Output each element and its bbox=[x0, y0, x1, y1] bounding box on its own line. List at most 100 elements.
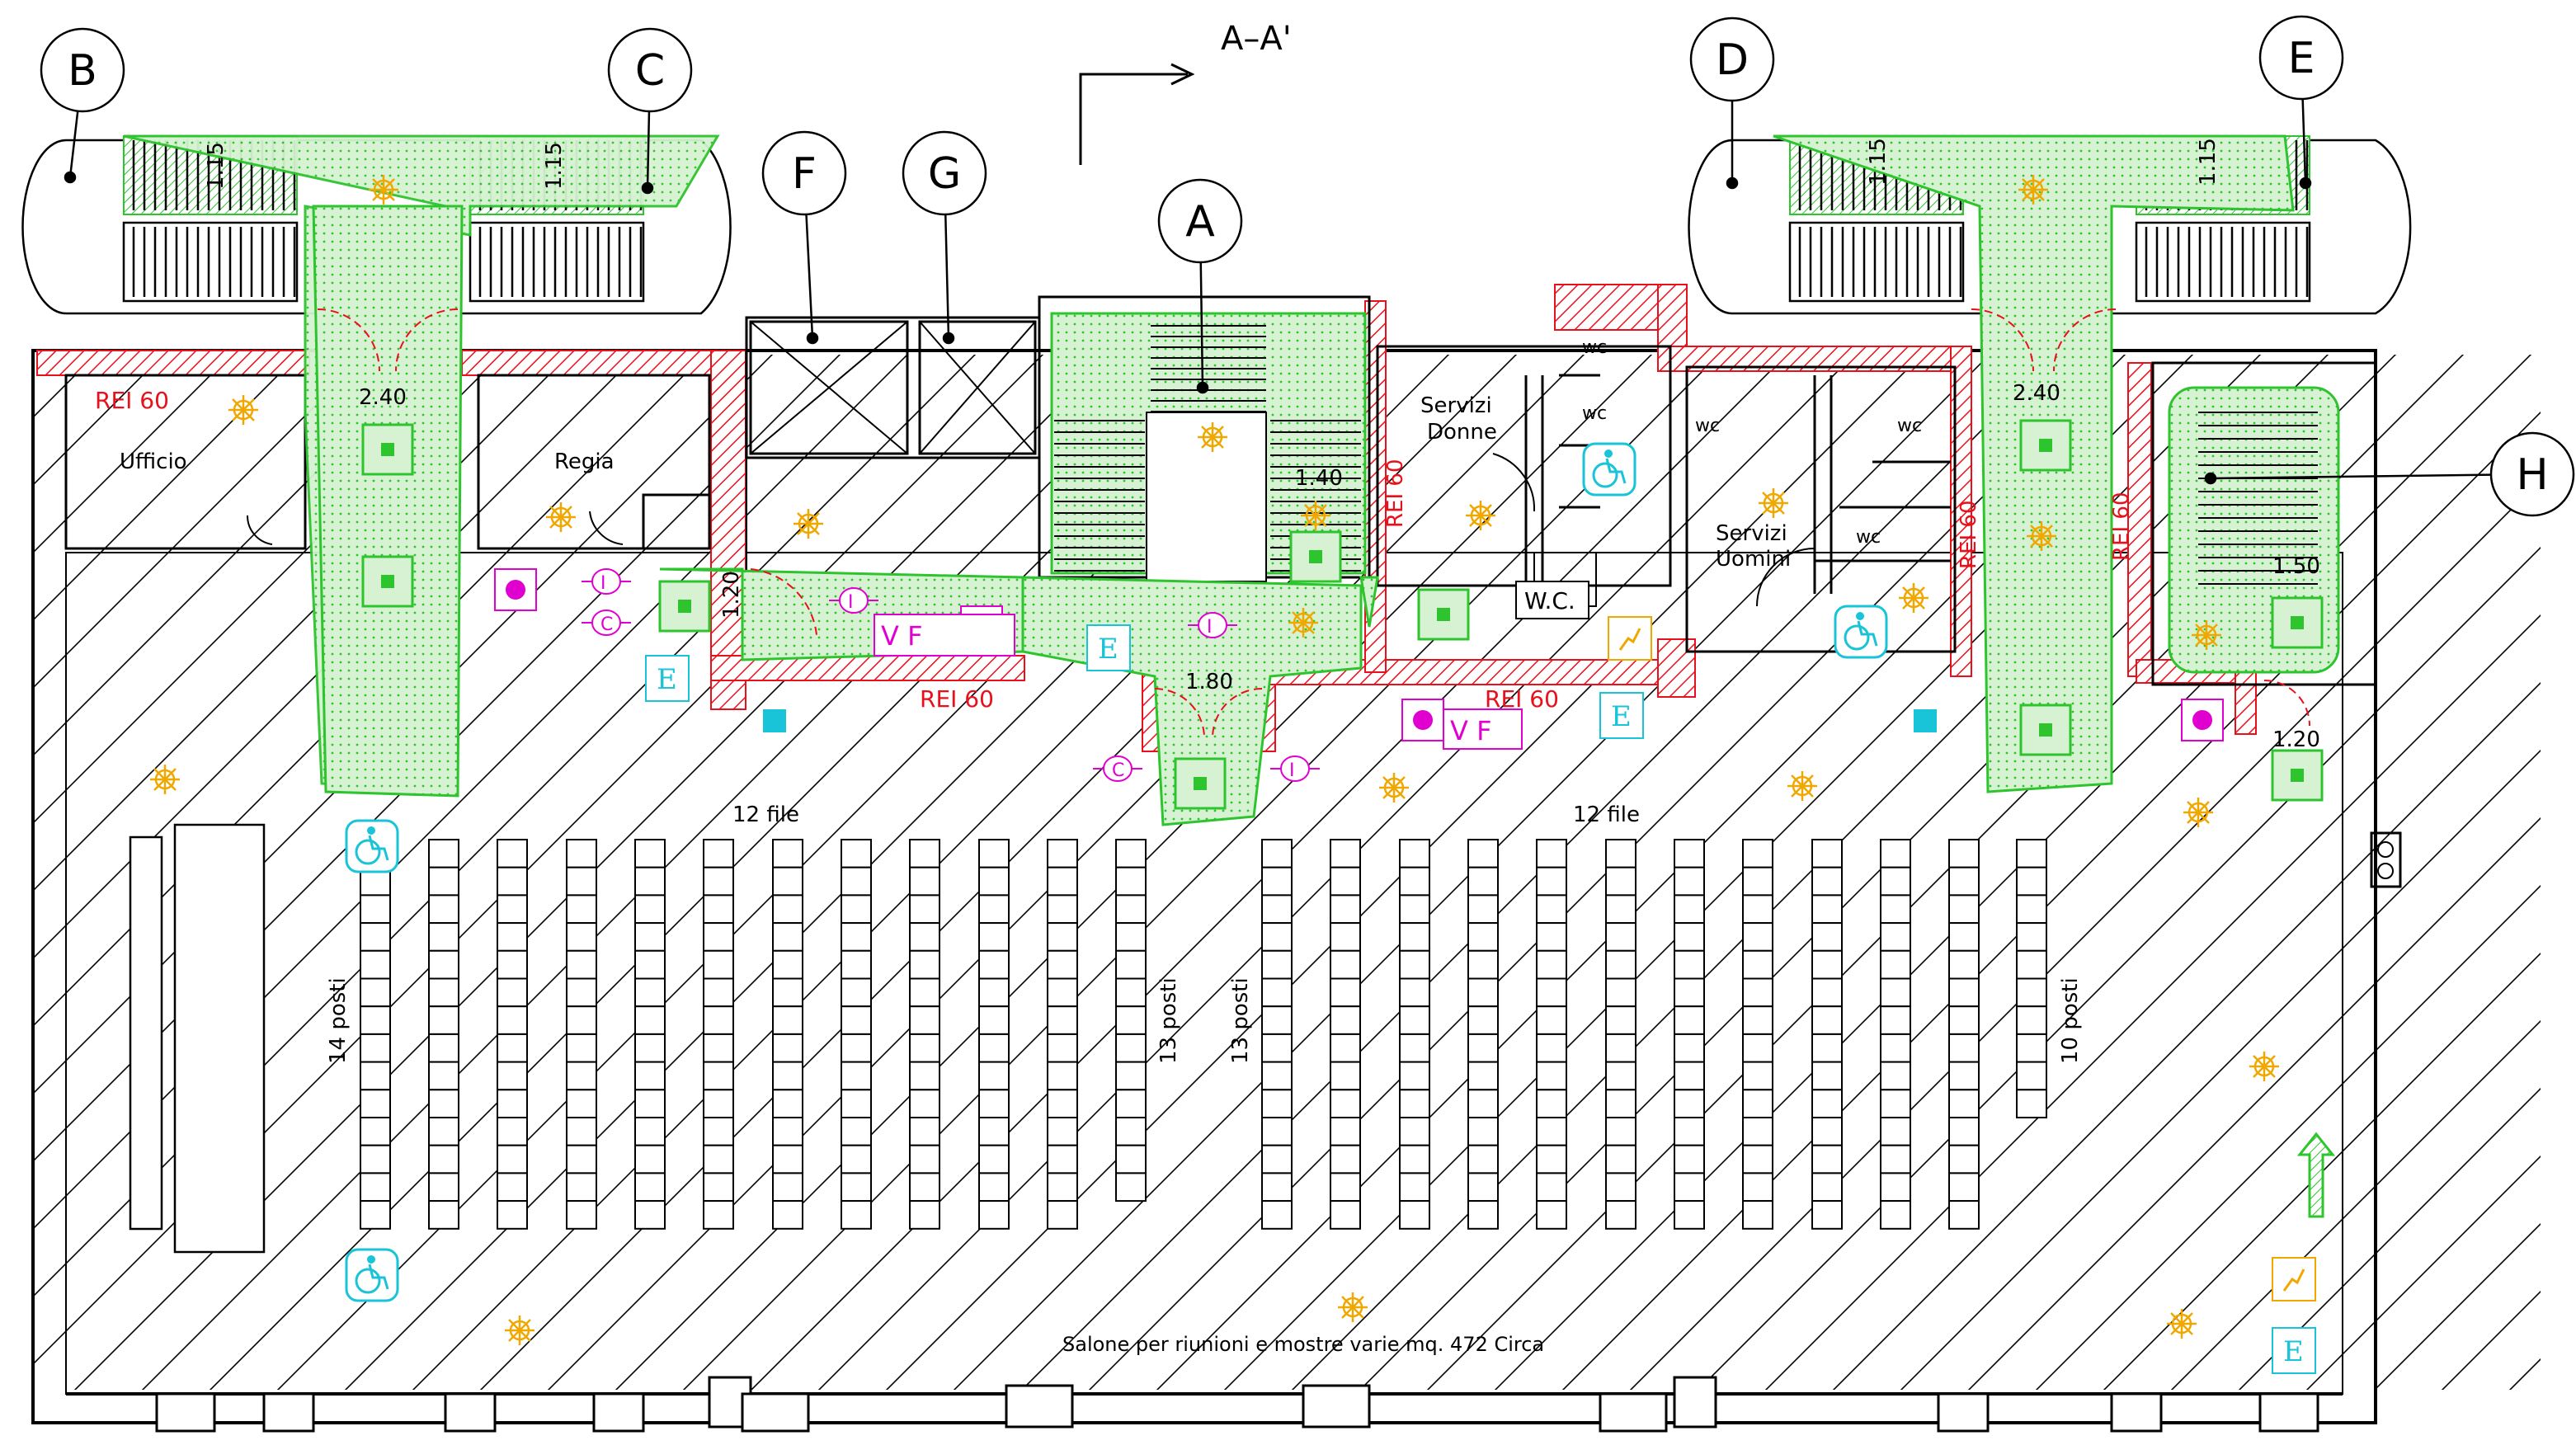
seat bbox=[1811, 1200, 1843, 1230]
seat bbox=[909, 1033, 940, 1063]
seat bbox=[772, 1200, 803, 1230]
seat bbox=[1399, 1144, 1430, 1174]
seat bbox=[1605, 1117, 1636, 1146]
posti-label-3: 13 posti bbox=[1228, 977, 1253, 1064]
room-servizi-donne-1: Servizi bbox=[1420, 393, 1492, 418]
seat bbox=[1399, 1033, 1430, 1063]
elevator-shafts bbox=[749, 320, 1037, 455]
seat bbox=[978, 1089, 1010, 1119]
seat bbox=[1674, 1089, 1705, 1119]
seat bbox=[1674, 866, 1705, 897]
lamp-icon bbox=[1899, 583, 1928, 613]
wheelchair-icon bbox=[345, 1248, 399, 1302]
hydrant-icon bbox=[2192, 710, 2212, 730]
lamp-icon bbox=[1198, 422, 1227, 452]
seat bbox=[428, 977, 459, 1008]
dim-stair-a: 1.40 bbox=[1295, 466, 1343, 491]
stair-flight bbox=[2135, 221, 2311, 303]
seat bbox=[497, 1117, 528, 1146]
seat bbox=[634, 1117, 666, 1146]
seat bbox=[1536, 894, 1567, 925]
rei-label-2: REI 60 bbox=[920, 685, 994, 713]
lightning-icon bbox=[2272, 1257, 2316, 1301]
seat bbox=[360, 1089, 391, 1119]
grid-marker-letter: F bbox=[792, 149, 817, 199]
exit-letter: E bbox=[2283, 1335, 2304, 1368]
seat bbox=[772, 894, 803, 925]
seat bbox=[1536, 1117, 1567, 1146]
seat bbox=[1811, 1117, 1843, 1146]
extinguisher-letter: C bbox=[1112, 760, 1124, 781]
seat bbox=[1330, 1061, 1361, 1091]
lamp-icon bbox=[1787, 771, 1817, 801]
rows-label-left: 12 file bbox=[732, 803, 799, 827]
seat bbox=[2016, 1089, 2047, 1119]
seat bbox=[1948, 1144, 1980, 1174]
seat bbox=[841, 894, 872, 925]
accessibility-icons bbox=[345, 442, 1937, 1302]
seat bbox=[1047, 1033, 1078, 1063]
seat bbox=[978, 922, 1010, 952]
seat bbox=[1115, 1117, 1147, 1146]
seat bbox=[1047, 1144, 1078, 1174]
emergency-light-core bbox=[2039, 723, 2052, 737]
seat bbox=[1605, 866, 1636, 897]
seat bbox=[1330, 1005, 1361, 1035]
seat bbox=[1467, 1089, 1499, 1119]
seat bbox=[1742, 839, 1773, 868]
seat bbox=[1605, 1005, 1636, 1035]
dim-corridor-right: 2.40 bbox=[2013, 381, 2060, 406]
lamp-icon bbox=[369, 175, 398, 205]
extinguisher-letter: I bbox=[848, 592, 854, 613]
seat bbox=[772, 1089, 803, 1119]
seat bbox=[566, 866, 597, 897]
posti-label-1: 14 posti bbox=[326, 977, 351, 1064]
seat bbox=[841, 1089, 872, 1119]
seat bbox=[1674, 839, 1705, 868]
seat bbox=[1467, 1005, 1499, 1035]
seat bbox=[2016, 922, 2047, 952]
seat bbox=[1674, 1144, 1705, 1174]
seat bbox=[1330, 1144, 1361, 1174]
seat bbox=[1115, 1144, 1147, 1174]
seat bbox=[497, 1200, 528, 1230]
seat bbox=[978, 866, 1010, 897]
seat bbox=[1467, 1172, 1499, 1203]
wc-label-4: wc bbox=[1897, 416, 1922, 436]
seat bbox=[1261, 1200, 1293, 1230]
seat bbox=[1948, 949, 1980, 980]
seat bbox=[1330, 1033, 1361, 1063]
seat bbox=[1674, 1117, 1705, 1146]
seat bbox=[360, 894, 391, 925]
stage-tables bbox=[129, 823, 266, 1254]
emergency-exit-sign: E bbox=[1599, 692, 1644, 739]
seat bbox=[1605, 977, 1636, 1008]
seat bbox=[841, 866, 872, 897]
seat bbox=[497, 949, 528, 980]
seat bbox=[497, 866, 528, 897]
seat bbox=[909, 894, 940, 925]
seat bbox=[497, 1144, 528, 1174]
wall-pier bbox=[1005, 1384, 1074, 1429]
wheelchair-icon bbox=[1834, 605, 1888, 659]
extinguisher-icon: I bbox=[582, 568, 631, 595]
seat bbox=[909, 839, 940, 868]
seat bbox=[841, 922, 872, 952]
rei-label-1: REI 60 bbox=[95, 387, 169, 414]
lamp-icon bbox=[2018, 175, 2048, 205]
seat bbox=[1047, 1061, 1078, 1091]
seat bbox=[566, 1089, 597, 1119]
seat bbox=[1605, 949, 1636, 980]
seat bbox=[703, 1200, 734, 1230]
seat bbox=[1467, 1033, 1499, 1063]
seat bbox=[1536, 949, 1567, 980]
seat bbox=[1261, 1005, 1293, 1035]
seat bbox=[978, 1172, 1010, 1203]
seat bbox=[1261, 1117, 1293, 1146]
seat bbox=[909, 1117, 940, 1146]
seat bbox=[2016, 866, 2047, 897]
seat bbox=[1261, 1172, 1293, 1203]
seat bbox=[428, 1033, 459, 1063]
vf-label-1: V F bbox=[881, 620, 922, 652]
wall-pier bbox=[1937, 1392, 1990, 1433]
